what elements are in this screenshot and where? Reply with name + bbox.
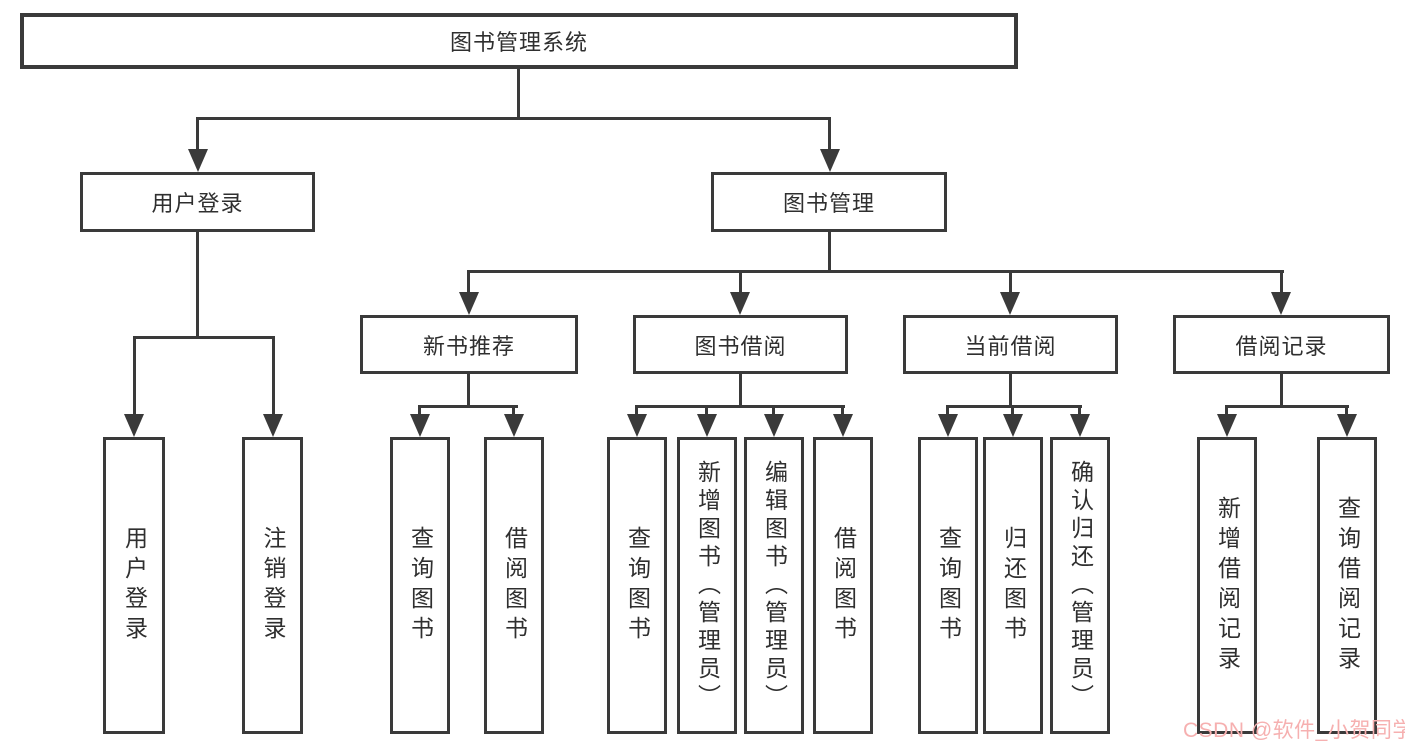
- leaf-label: 查询借阅记录: [1334, 495, 1361, 676]
- arrowhead: [504, 414, 524, 437]
- edge-line: [946, 405, 1082, 408]
- leaf-label: 归还图书: [1000, 525, 1027, 646]
- edge-line: [1280, 270, 1283, 294]
- arrowhead: [833, 414, 853, 437]
- leaf-bb-query-book: 查询图书: [607, 437, 667, 734]
- edge-line: [133, 336, 136, 416]
- edge-line: [467, 270, 470, 294]
- arrowhead: [730, 292, 750, 315]
- leaf-br-query-record: 查询借阅记录: [1317, 437, 1377, 734]
- leaf-label: 借阅图书: [501, 525, 528, 646]
- csdn-watermark: CSDN @软件_小贺同学: [1183, 719, 1405, 742]
- edge-line: [635, 405, 638, 416]
- edge-line: [772, 405, 775, 416]
- node-current-borrow: 当前借阅: [903, 315, 1118, 374]
- node-new-book-recommend: 新书推荐: [360, 315, 578, 374]
- edge-line: [512, 405, 515, 416]
- arrowhead: [1000, 292, 1020, 315]
- leaf-label: 新增图书（管理员）: [694, 459, 721, 712]
- edge-line: [517, 67, 520, 120]
- edge-line: [196, 231, 199, 339]
- leaf-label: 注销登录: [260, 525, 286, 646]
- node-book-management: 图书管理: [711, 172, 947, 232]
- edge-line: [133, 336, 275, 339]
- arrowhead: [1217, 414, 1237, 437]
- arrowhead: [1337, 414, 1357, 437]
- edge-line: [1078, 405, 1081, 416]
- node-user-login: 用户登录: [80, 172, 315, 232]
- edge-line: [739, 373, 742, 408]
- arrowhead: [459, 292, 479, 315]
- node-book-borrow: 图书借阅: [633, 315, 848, 374]
- leaf-cb-query-book: 查询图书: [918, 437, 978, 734]
- edge-line: [272, 336, 275, 416]
- edge-line: [705, 405, 708, 416]
- edge-line: [196, 117, 199, 152]
- leaf-label: 查询图书: [624, 525, 651, 646]
- edge-line: [1225, 405, 1228, 416]
- edge-line: [1009, 373, 1012, 408]
- arrowhead: [1271, 292, 1291, 315]
- leaf-cb-return-book: 归还图书: [983, 437, 1043, 734]
- edge-line: [1345, 405, 1348, 416]
- leaf-logout: 注销登录: [242, 437, 303, 734]
- leaf-rec-query-book: 查询图书: [390, 437, 450, 734]
- edge-line: [828, 117, 831, 152]
- leaf-label: 查询图书: [407, 525, 434, 646]
- leaf-rec-borrow-book: 借阅图书: [484, 437, 544, 734]
- leaf-label: 用户登录: [121, 525, 148, 646]
- arrowhead: [820, 149, 840, 172]
- edge-line: [828, 231, 831, 273]
- leaf-label: 编辑图书（管理员）: [761, 459, 788, 712]
- leaf-label: 借阅图书: [830, 525, 857, 646]
- arrowhead: [938, 414, 958, 437]
- edge-line: [1009, 270, 1012, 294]
- edge-line: [418, 405, 518, 408]
- leaf-label: 查询图书: [935, 525, 962, 646]
- arrowhead: [188, 149, 208, 172]
- arrowhead: [627, 414, 647, 437]
- edge-line: [1280, 373, 1283, 408]
- arrowhead: [1003, 414, 1023, 437]
- edge-line: [841, 405, 844, 416]
- arrowhead: [697, 414, 717, 437]
- edge-line: [946, 405, 949, 416]
- arrowhead: [263, 414, 283, 437]
- node-root: 图书管理系统: [20, 13, 1018, 69]
- leaf-bb-edit-book-admin: 编辑图书（管理员）: [744, 437, 804, 734]
- leaf-bb-borrow-book: 借阅图书: [813, 437, 873, 734]
- leaf-cb-confirm-return-admin: 确认归还（管理员）: [1050, 437, 1110, 734]
- node-borrow-record: 借阅记录: [1173, 315, 1390, 374]
- leaf-label: 新增借阅记录: [1214, 495, 1241, 676]
- leaf-user-login: 用户登录: [103, 437, 165, 734]
- leaf-label: 确认归还（管理员）: [1067, 459, 1094, 712]
- edge-line: [467, 373, 470, 408]
- edge-line: [467, 270, 1284, 273]
- arrowhead: [1070, 414, 1090, 437]
- edge-line: [418, 405, 421, 416]
- leaf-br-add-record: 新增借阅记录: [1197, 437, 1257, 734]
- edge-line: [1225, 405, 1349, 408]
- edge-line: [739, 270, 742, 294]
- arrowhead: [124, 414, 144, 437]
- edge-line: [196, 117, 831, 120]
- edge-line: [635, 405, 845, 408]
- arrowhead: [410, 414, 430, 437]
- edge-line: [1011, 405, 1014, 416]
- leaf-bb-add-book-admin: 新增图书（管理员）: [677, 437, 737, 734]
- arrowhead: [764, 414, 784, 437]
